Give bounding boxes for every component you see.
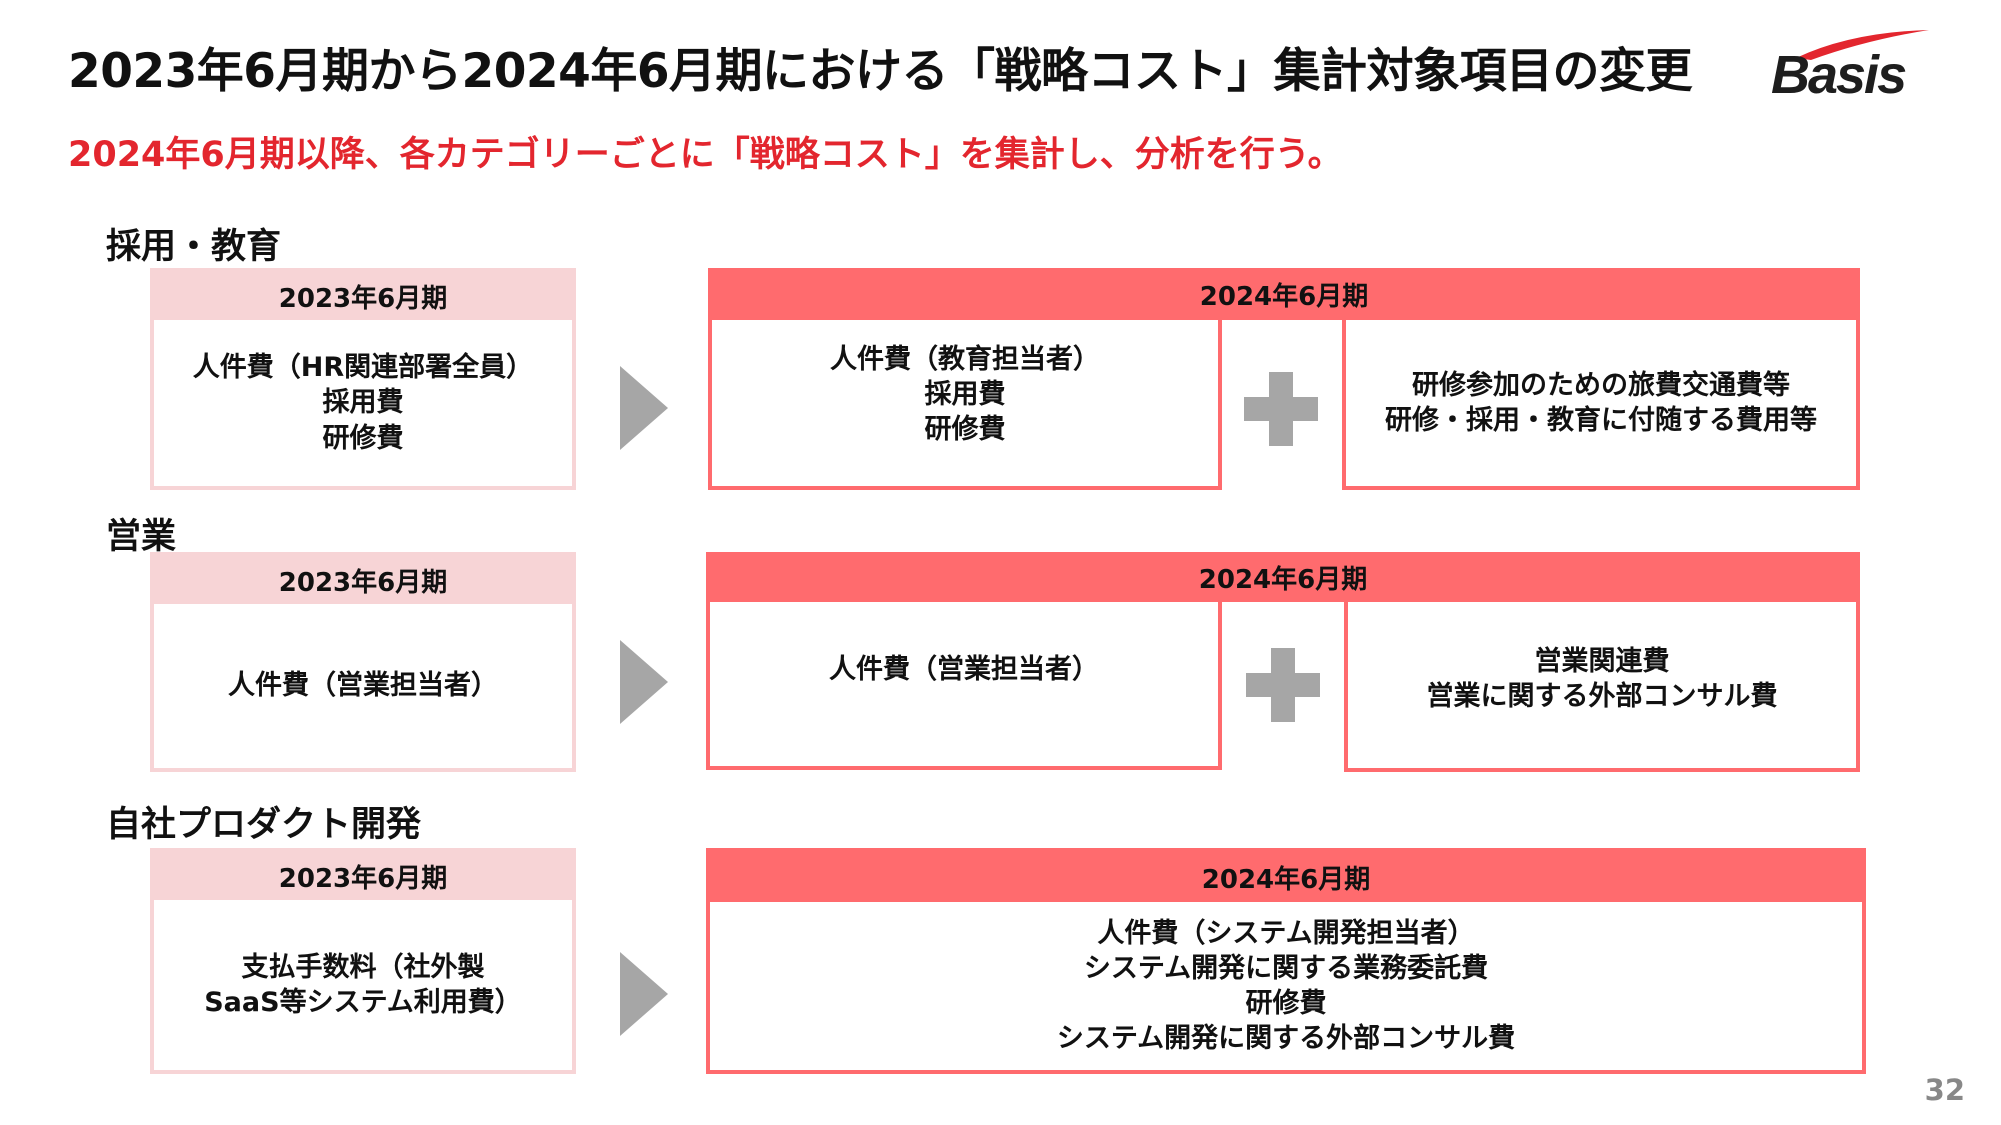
line: 研修参加のための旅費交通費等 [1412, 369, 1790, 401]
page-number: 32 [1924, 1073, 1965, 1107]
slide-subtitle: 2024年6月期以降、各カテゴリーごとに「戦略コスト」を集計し、分析を行う。 [68, 135, 1343, 175]
old-box-header: 2023年6月期 [154, 852, 572, 900]
plus-icon [1244, 372, 1318, 446]
old-box-body: 人件費（HR関連部署全員） 採用費 研修費 [154, 320, 572, 486]
section-label-recruit-education: 採用・教育 [106, 227, 282, 267]
old-box-body: 人件費（営業担当者） [154, 604, 572, 768]
line: 人件費（システム開発担当者） [1097, 917, 1475, 949]
line: 営業関連費 [1534, 646, 1670, 677]
new-box-right: 営業関連費 営業に関する外部コンサル費 [1344, 598, 1860, 772]
section-label-sales: 営業 [106, 517, 177, 557]
line: 営業に関する外部コンサル費 [1426, 681, 1778, 713]
arrow-right-icon [620, 640, 668, 724]
new-box-right-body: 営業関連費 営業に関する外部コンサル費 [1348, 602, 1856, 768]
new-box-header: 2024年6月期 [708, 268, 1860, 320]
line: 研修費 [1245, 988, 1327, 1019]
logo-text: Basis [1771, 45, 1907, 105]
new-box-right: 研修参加のための旅費交通費等 研修・採用・教育に付随する費用等 [1342, 316, 1860, 490]
line: SaaS等システム利用費） [204, 987, 522, 1018]
new-box-header: 2024年6月期 [710, 852, 1862, 902]
new-box-left-body: 人件費（営業担当者） [710, 602, 1218, 766]
line: 人件費（HR関連部署全員） [192, 352, 534, 384]
old-box-product-development: 2023年6月期 支払手数料（社外製 SaaS等システム利用費） [150, 848, 576, 1074]
line: システム開発に関する外部コンサル費 [1056, 1023, 1516, 1055]
old-box-sales: 2023年6月期 人件費（営業担当者） [150, 552, 576, 772]
logo-swoosh-icon [1796, 30, 1929, 60]
slide-title: 2023年6月期から2024年6月期における「戦略コスト」集計対象項目の変更 [68, 44, 1693, 99]
new-box-recruit-education: 2024年6月期 人件費（教育担当者） 採用費 研修費 研修参加のための旅費交通… [708, 268, 1860, 490]
line: 研修費 [322, 422, 404, 454]
line: 研修費 [924, 414, 1006, 446]
new-box-sales: 2024年6月期 人件費（営業担当者） 営業関連費 営業に関する外部コンサル費 [706, 552, 1860, 772]
new-box-left: 人件費（教育担当者） 採用費 研修費 [708, 316, 1222, 490]
new-box-body: 人件費（システム開発担当者） システム開発に関する業務委託費 研修費 システム開… [710, 902, 1862, 1070]
arrow-right-icon [620, 952, 668, 1036]
new-box-product-development: 2024年6月期 人件費（システム開発担当者） システム開発に関する業務委託費 … [706, 848, 1866, 1074]
new-box-right-body: 研修参加のための旅費交通費等 研修・採用・教育に付随する費用等 [1346, 320, 1856, 486]
basis-logo: Basis [1771, 30, 1931, 105]
new-box-left-body: 人件費（教育担当者） 採用費 研修費 [712, 320, 1218, 486]
old-box-recruit-education: 2023年6月期 人件費（HR関連部署全員） 採用費 研修費 [150, 268, 576, 490]
line: 人件費（教育担当者） [830, 344, 1100, 375]
arrow-right-icon [620, 366, 668, 450]
line: 人件費（営業担当者） [228, 670, 498, 702]
line: 採用費 [322, 387, 404, 419]
old-box-header: 2023年6月期 [154, 556, 572, 604]
line: 支払手数料（社外製 [241, 951, 485, 983]
new-box-header: 2024年6月期 [706, 552, 1860, 602]
section-label-product-development: 自社プロダクト開発 [106, 805, 422, 845]
old-box-body: 支払手数料（社外製 SaaS等システム利用費） [154, 900, 572, 1070]
line: 採用費 [924, 379, 1006, 411]
line: 研修・採用・教育に付随する費用等 [1385, 405, 1817, 436]
line: 人件費（営業担当者） [829, 654, 1099, 685]
old-box-header: 2023年6月期 [154, 272, 572, 320]
plus-icon [1246, 648, 1320, 722]
line: システム開発に関する業務委託費 [1083, 952, 1489, 984]
new-box-left: 人件費（営業担当者） [706, 598, 1222, 770]
